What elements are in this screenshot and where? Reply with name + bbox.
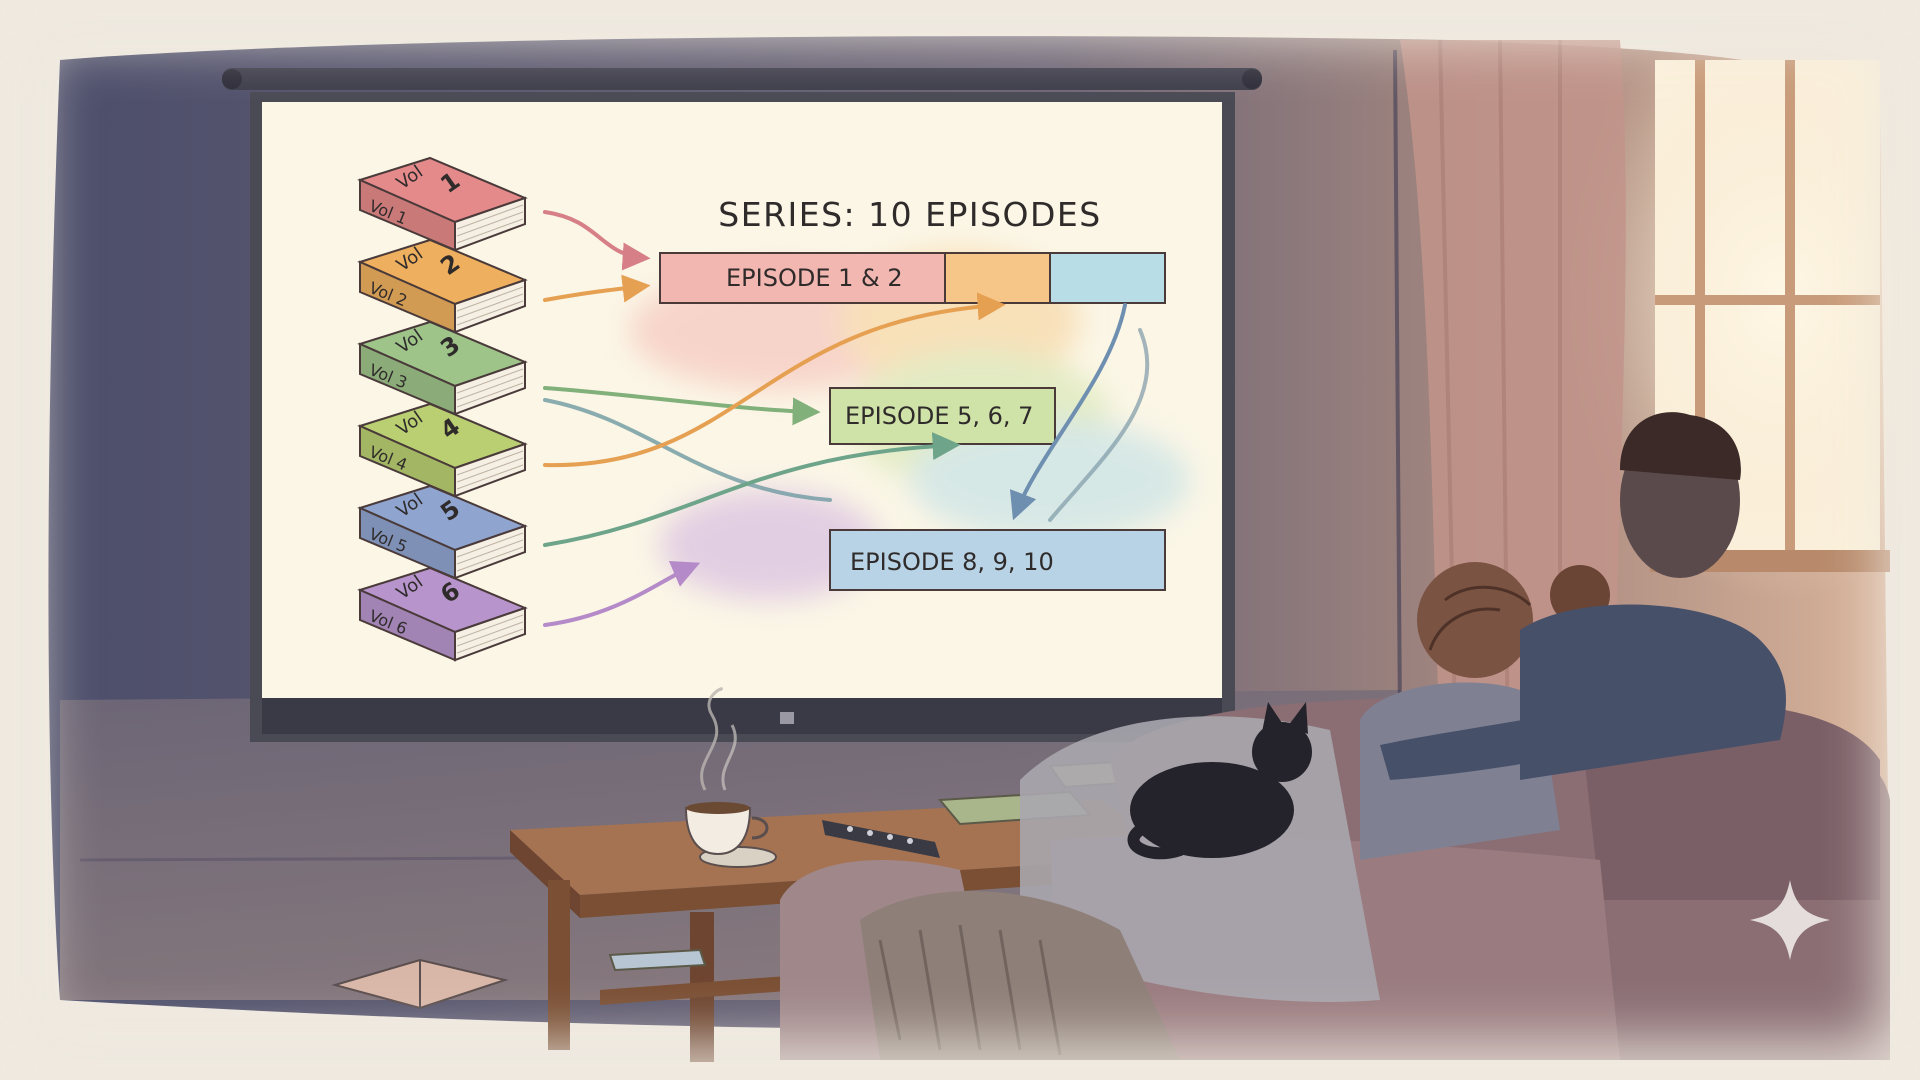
episode-box-1: EPISODE 1 & 2 bbox=[659, 252, 1166, 304]
arrow-vol2 bbox=[543, 274, 651, 303]
episode-label-1: EPISODE 1 & 2 bbox=[726, 264, 903, 292]
arrow-down-2 bbox=[1048, 328, 1150, 522]
arrow-vol6 bbox=[543, 560, 701, 627]
coffee-cup-icon bbox=[684, 687, 777, 868]
blanket bbox=[860, 716, 1380, 1060]
episode-segment-2 bbox=[1049, 252, 1166, 304]
man-figure bbox=[1380, 412, 1786, 780]
arrow-vol3-b bbox=[543, 398, 832, 502]
sparkle-icon bbox=[1750, 880, 1830, 960]
arrow-vol4 bbox=[543, 292, 1006, 468]
episode-box-3: EPISODE 8, 9, 10 bbox=[829, 529, 1166, 591]
floor-book bbox=[331, 958, 509, 1010]
arrow-vol1 bbox=[543, 210, 651, 271]
arrow-down-1 bbox=[1009, 303, 1127, 521]
episode-box-2: EPISODE 5, 6, 7 bbox=[829, 387, 1056, 445]
remote-control-icon bbox=[822, 820, 940, 858]
episode-segment-1 bbox=[944, 252, 1051, 304]
episode-label-3: EPISODE 8, 9, 10 bbox=[850, 548, 1054, 576]
arrow-vol5 bbox=[543, 432, 961, 547]
episode-label-2: EPISODE 5, 6, 7 bbox=[845, 402, 1033, 430]
flow-arrows bbox=[543, 210, 1150, 627]
series-title: SERIES: 10 EPISODES bbox=[718, 195, 1101, 234]
cat-icon bbox=[1127, 702, 1312, 860]
arrow-vol3-a bbox=[543, 386, 821, 426]
